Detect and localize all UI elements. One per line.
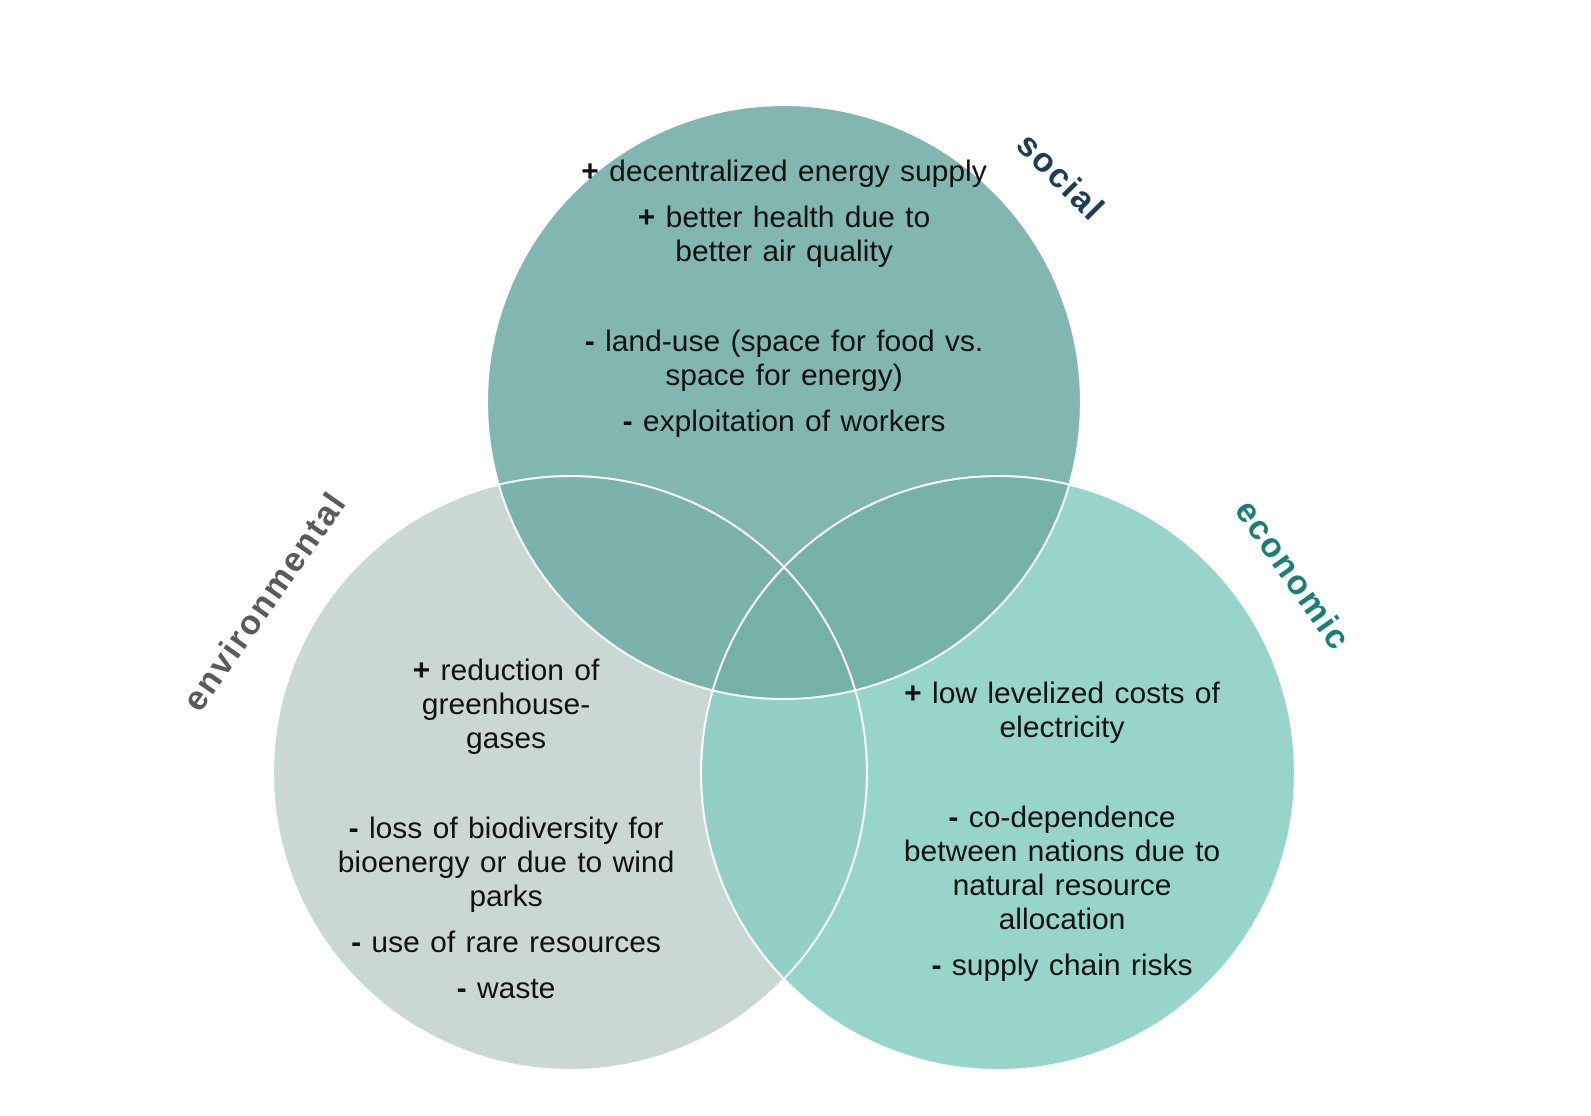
economic-positive-item: + low levelized costs of electricity — [904, 677, 1220, 744]
environmental-negative-item: - use of rare resources — [351, 926, 661, 959]
economic-text-block: + low levelized costs of electricity - c… — [872, 677, 1252, 983]
social-positive-item: + decentralized energy supply — [581, 155, 987, 188]
social-outline — [486, 104, 1082, 700]
economic-negative-item: - co-dependence between nations due to n… — [903, 801, 1221, 936]
environmental-negative-item: - loss of biodiversity for bioenergy or … — [337, 812, 675, 913]
environmental-negative-item: - waste — [456, 972, 556, 1005]
environmental-outline — [272, 475, 868, 1071]
social-circle — [487, 105, 1081, 699]
social-negative-item: - exploitation of workers — [622, 405, 946, 438]
social-positive-item: + better health due to better air qualit… — [637, 201, 931, 268]
environmental-text-block: + reduction of greenhouse-gases - loss o… — [326, 654, 686, 1006]
economic-negative-item: - supply chain risks — [931, 949, 1193, 982]
social-negative-item: - land-use (space for food vs. space for… — [584, 325, 984, 392]
environmental-positive-item: + reduction of greenhouse-gases — [412, 654, 600, 755]
social-text-block: + decentralized energy supply + better h… — [574, 155, 994, 439]
economic-outline — [700, 475, 1296, 1071]
